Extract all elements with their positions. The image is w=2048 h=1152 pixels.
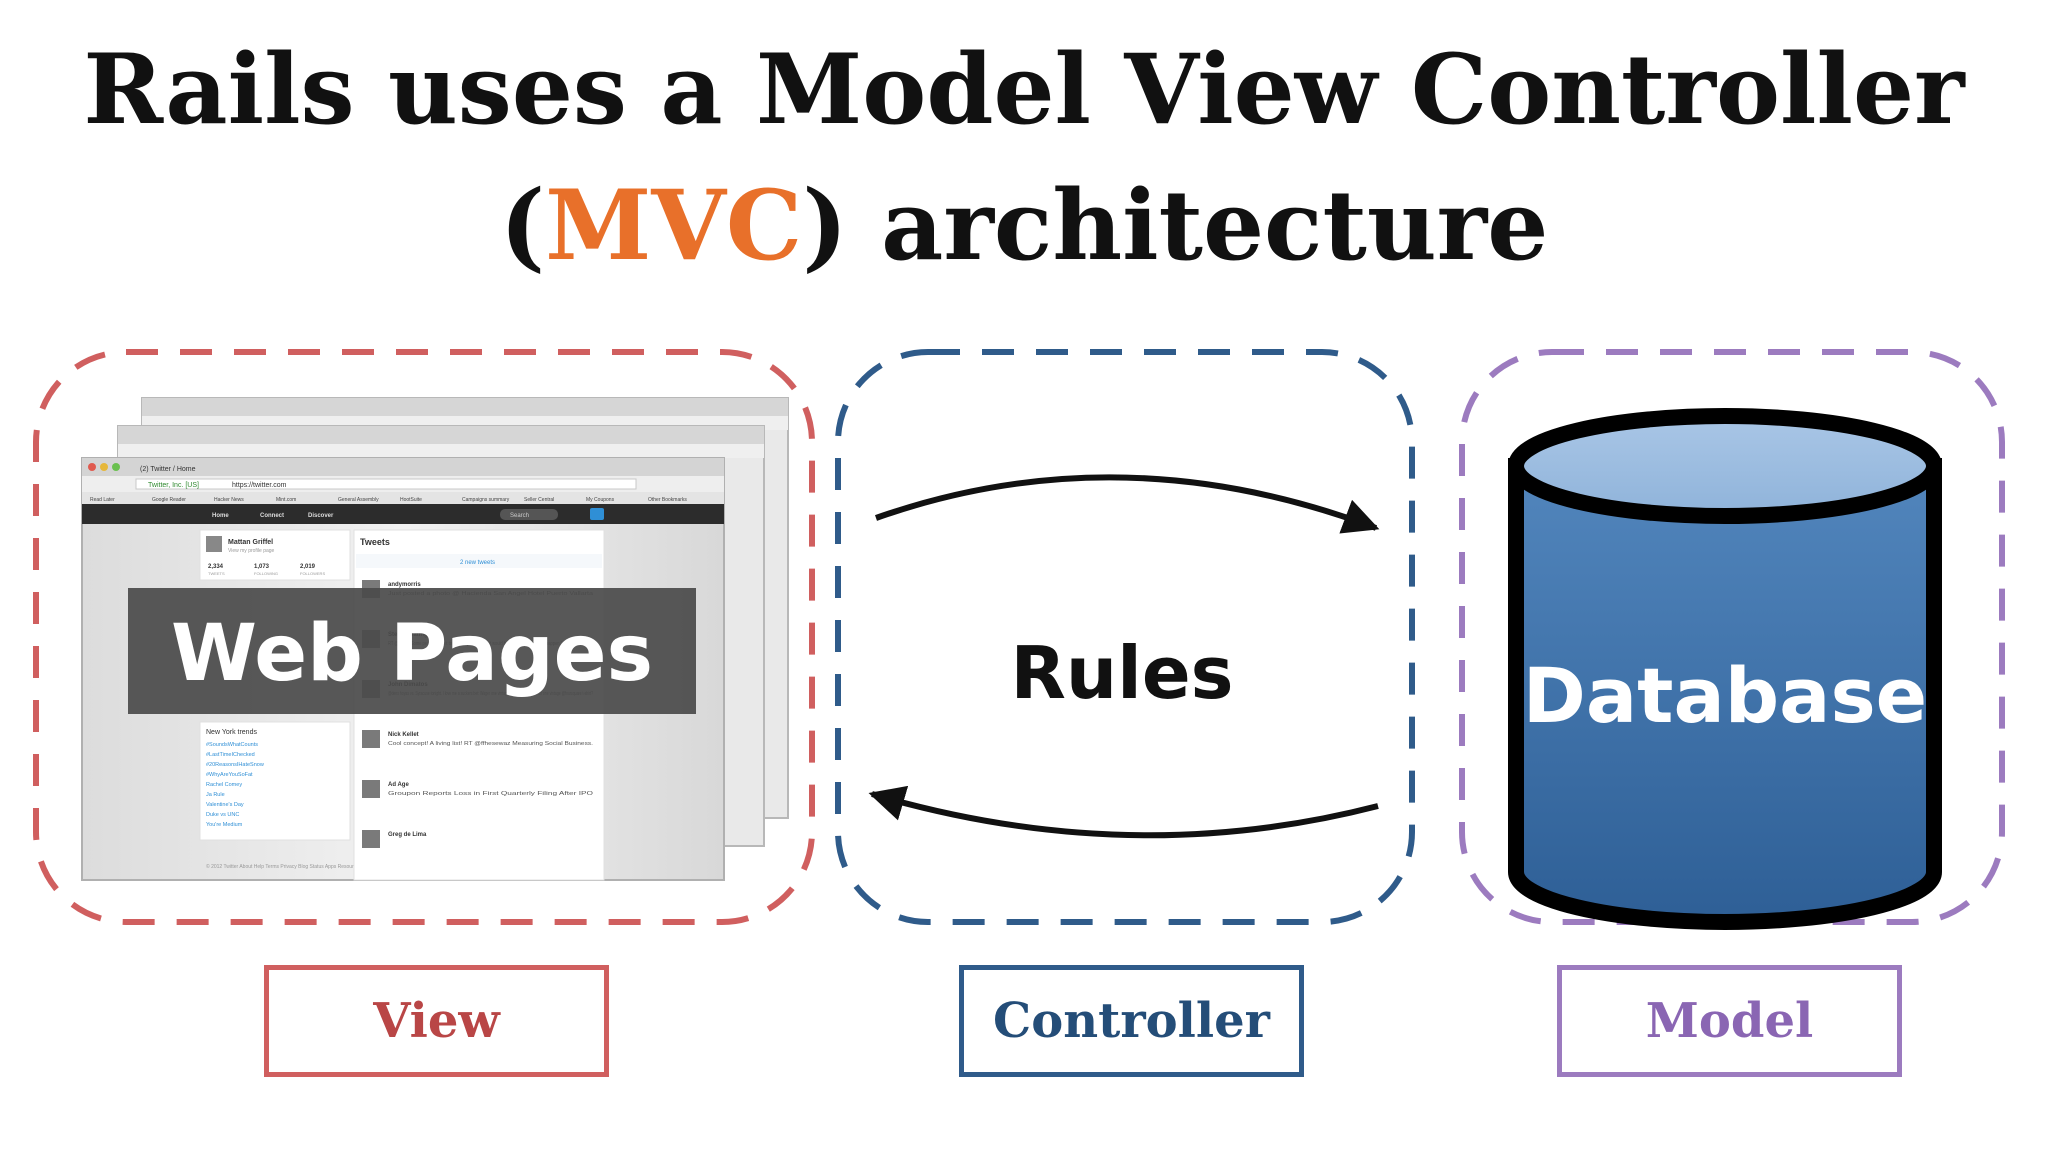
close-dot-icon [88,463,96,471]
browser-tabbar-back-1 [118,426,764,444]
web-pages-label: Web Pages [171,609,653,699]
tweet-text: Cool concept! A living list! RT @ffhesew… [388,741,593,747]
maximize-dot-icon [112,463,120,471]
cylinder-top [1508,408,1942,524]
trend-item[interactable]: Duke vs UNC [206,812,239,818]
profile-link: View my profile page [228,548,275,554]
footer-links: © 2012 Twitter About Help Terms Privacy … [206,863,374,870]
title-line-1: Rails uses a Model View Controller [83,33,1965,146]
cylinder-body [1508,458,1942,930]
rules-label: Rules [1010,631,1233,715]
tweet-author[interactable]: andymorris [388,582,421,588]
bookmark-item[interactable]: Campaigns summary [462,497,510,503]
tweet-avatar [362,780,380,798]
title-rest: ) architecture [802,169,1549,282]
twitter-search [500,509,558,520]
profile-stat-value: 2,019 [300,564,316,570]
profile-stat-label: FOLLOWING [254,571,278,576]
bookmark-item[interactable]: HootSuite [400,497,422,503]
view-region-outline [33,349,815,925]
tweet-avatar [362,830,380,848]
profile-stat-value: 1,073 [254,564,270,570]
title-line-2: (MVC) architecture [0,178,2048,274]
tweets-heading: Tweets [360,537,390,547]
trend-item[interactable]: #SoundsWhatCounts [206,742,258,748]
trends-list: #SoundsWhatCounts #LastTimeIChecked #20Rea… [206,742,264,828]
bookmark-item[interactable]: Mint.com [276,497,296,503]
trend-item[interactable]: #20ReasonsIHateSnow [206,762,264,768]
browser-tabbar [82,458,724,476]
profile-stat-value: 2,334 [208,564,224,570]
bookmarks-bar [82,492,724,504]
model-label-box: Model [1557,965,1902,1077]
browser-tab-title: (2) Twitter / Home [140,466,196,473]
database-cylinder-icon [1508,408,1942,930]
twitter-nav-item[interactable]: Home [212,513,229,519]
profile-card [199,529,351,581]
address-bar-url: https://twitter.com [232,482,287,489]
arrow-to-view [868,785,1379,839]
trends-card [199,721,351,841]
bookmark-item[interactable]: Seller Central [524,497,554,503]
profile-stat-label: TWEETS [208,571,225,576]
arrow-to-model [875,474,1380,534]
profile-avatar [206,536,222,552]
trend-item[interactable]: #WhyAreYouSoFat [206,772,253,778]
bookmarks-bar-items: Read Later Google Reader Hacker News Mint.c… [90,497,687,503]
trends-heading: New York trends [206,729,257,736]
browser-tabbar-back-2 [142,398,788,416]
profile-stat-label: FOLLOWERS [300,571,325,576]
minimize-dot-icon [100,463,108,471]
tweet-text: Groupon Reports Loss in First Quarterly … [388,791,593,797]
web-pages-label-backdrop [128,588,696,714]
tweet-author[interactable]: Nick Kellet [388,732,419,738]
tweet-author[interactable]: Greg de Lima [388,832,427,838]
twitter-search-placeholder: Search [510,513,529,519]
bookmark-item[interactable]: Other Bookmarks [648,497,687,503]
trend-item[interactable]: You're Medium [206,822,243,828]
twitter-nav-item[interactable]: Discover [308,513,334,519]
browser-toolbar-back-1 [118,444,764,458]
profile-name: Mattan Griffel [228,539,273,546]
controller-region-outline [835,349,1415,925]
tweet-author[interactable]: Ad Age [388,782,409,788]
mvc-acronym: MVC [545,169,803,282]
bookmark-item[interactable]: Read Later [90,497,115,503]
twitter-nav-items: Home Connect Discover [212,513,334,519]
bookmark-item[interactable]: Hacker News [214,497,244,503]
trend-item[interactable]: Valentine's Day [206,802,244,808]
bookmark-item[interactable]: My Coupons [586,497,615,503]
bookmark-item[interactable]: General Assembly [338,497,379,503]
title-open-paren: ( [499,169,546,282]
database-label: Database [1523,651,1927,740]
trend-item[interactable]: Rachel Comey [206,782,242,788]
trend-item[interactable]: #LastTimeIChecked [206,752,255,758]
view-label-box: View [264,965,609,1077]
address-bar [135,478,637,490]
bookmark-item[interactable]: Google Reader [152,497,186,503]
trend-item[interactable]: Ja Rule [206,792,225,798]
controller-label-box: Controller [959,965,1304,1077]
compose-button-icon [590,508,604,520]
new-tweets-bar [356,554,602,568]
address-bar-site: Twitter, Inc. [US] [148,482,199,489]
new-tweets-notice: 2 new tweets [460,560,495,566]
twitter-nav-item[interactable]: Connect [260,513,284,519]
tweet-avatar [362,730,380,748]
twitter-nav-bar [82,504,724,524]
